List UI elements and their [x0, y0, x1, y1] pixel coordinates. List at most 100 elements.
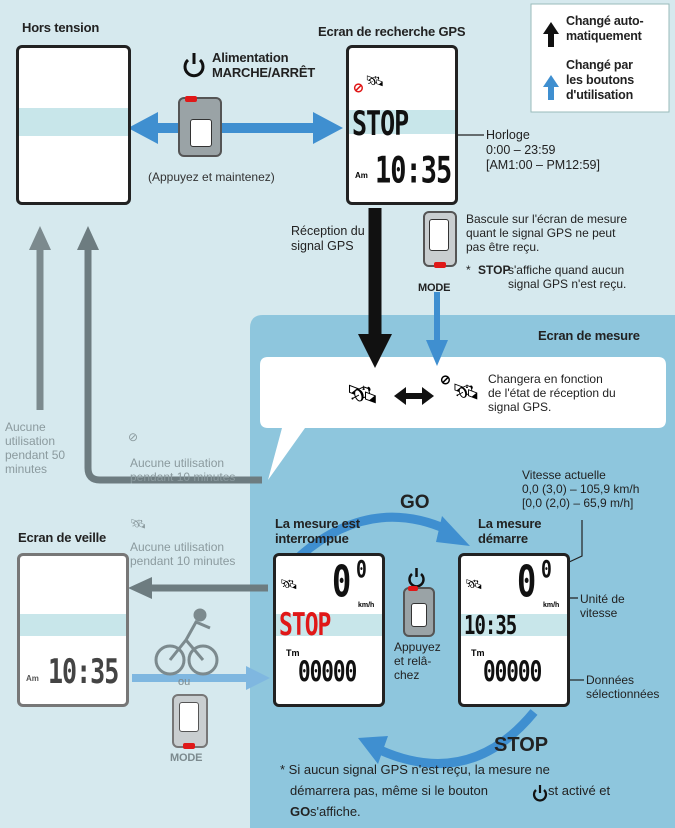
hors-tension-title: Hors tension [22, 20, 100, 35]
footnote-line2a: démarrera pas, même si le bouton [290, 783, 488, 798]
center-device-button [408, 586, 418, 591]
started-title: La mesure démarre [478, 516, 542, 547]
off-screen [16, 45, 131, 205]
started-speed-decimal: 0 [541, 556, 552, 585]
arrow-go-head [436, 516, 470, 546]
unit-label: Unité de vitesse [580, 592, 625, 621]
stopped-speed: 0 [332, 556, 351, 608]
off-screen-band [19, 108, 128, 136]
stop-label: STOP [494, 734, 549, 756]
legend-auto-label: Changé auto- matiquement [566, 14, 644, 43]
footnote-line2b: st activé et [548, 783, 611, 798]
no-signal-satellite-icon: ⊘ [440, 372, 451, 387]
arrow-wake-head [246, 666, 270, 690]
arrow-10min-a-head [77, 226, 99, 250]
inactivity-10b: Aucune utilisation pendant 10 minutes [130, 540, 236, 569]
veille-time: 10:35 [48, 652, 119, 692]
gps-search-stop: STOP [352, 104, 409, 144]
arrow-10min-b-head [128, 577, 152, 599]
press-hold-label: (Appuyez et maintenez) [148, 170, 275, 184]
switch-note-stop-text: s'affiche quand aucun signal GPS n'est r… [508, 263, 627, 292]
gps-search-band [349, 110, 455, 134]
reception-label: Réception du signal GPS [291, 224, 365, 253]
switch-note-stop-word: STOP [478, 263, 511, 277]
mode-device-top-window [429, 219, 449, 251]
stopped-band [276, 614, 382, 636]
gps-small-icon: 🛰 [130, 516, 147, 531]
stopped-title: La mesure est interrompue [275, 516, 360, 547]
measure-bubble [260, 357, 666, 480]
press-release-label: Appuyez et relâ- chez [394, 640, 441, 683]
switch-note-asterisk: * [466, 263, 471, 277]
mode-device-top-button [434, 262, 446, 268]
started-screen: 🛰 0 0 km/h 10:35 Tm 00000 [458, 553, 570, 707]
gps-search-time: 10:35 [375, 150, 452, 192]
go-label: GO [400, 492, 430, 513]
satellite-signal-icon: 🛰 [346, 379, 380, 409]
measure-title: Ecran de mesure [538, 328, 640, 343]
arrow-power-left-head [128, 112, 158, 144]
started-satellite-icon: 🛰 [465, 576, 483, 592]
gps-search-title: Ecran de recherche GPS [318, 24, 466, 39]
stopped-tm: Tm [286, 648, 300, 658]
speed-label: Vitesse actuelle 0,0 (3,0) – 105,9 km/h … [522, 468, 640, 511]
center-device[interactable] [403, 586, 435, 637]
inactivity-50: Aucune utilisation pendant 50 minutes [5, 420, 66, 477]
veille-band [20, 614, 126, 636]
veille-mode-label: MODE [170, 752, 203, 764]
power-icon [183, 53, 205, 78]
arrow-50min-head [29, 226, 51, 250]
power-label: Alimentation MARCHE/ARRÊT [212, 50, 316, 81]
satellite-icon-2: 🛰 [452, 379, 480, 404]
change-note: Changera en fonction de l'état de récept… [488, 372, 616, 415]
power-device[interactable] [178, 96, 222, 157]
arrow-mode-head [426, 340, 448, 366]
no-gps-icon: ⊘ [353, 80, 364, 95]
veille-screen: Am 10:35 [17, 553, 129, 707]
started-band [461, 614, 567, 636]
data-label: Données sélectionnées [586, 673, 660, 702]
started-tm: Tm [471, 648, 485, 658]
footnote-line3: s'affiche. [310, 804, 361, 819]
started-time: 10:35 [464, 611, 517, 641]
arrow-stop-head [358, 736, 388, 764]
stopped-kmh: km/h [358, 602, 375, 609]
started-speed: 0 [517, 556, 536, 608]
mode-device-top[interactable] [423, 211, 457, 268]
mode-label-top: MODE [418, 282, 451, 294]
stopped-data: 00000 [298, 656, 357, 689]
stopped-screen: 🛰 0 0 km/h STOP Tm 00000 [273, 553, 385, 707]
inactivity-10a: Aucune utilisation pendant 10 minutes [130, 456, 236, 485]
legend-blue-arrow [543, 75, 559, 100]
arrow-reception-head [358, 334, 392, 368]
veille-mode-device[interactable] [172, 694, 208, 749]
gps-search-screen: ⊘ 🛰 STOP Am 10:35 [346, 45, 458, 205]
started-data: 00000 [483, 656, 542, 689]
satellite-icon: 🛰 [365, 73, 385, 90]
center-device-window [411, 603, 427, 627]
clock-label: Horloge 0:00 – 23:59 [AM1:00 – PM12:59] [486, 128, 600, 172]
stopped-speed-decimal: 0 [356, 556, 367, 585]
power-device-red-button [185, 96, 197, 102]
footnote-go: GO [290, 804, 311, 819]
veille-mode-window [179, 702, 199, 732]
legend-buttons-label: Changé par les boutons d'utilisation [566, 58, 634, 102]
arrow-10min-a [84, 248, 262, 484]
footnote-line1: * Si aucun signal GPS n'est reçu, la mes… [280, 762, 550, 777]
started-kmh: km/h [543, 602, 560, 609]
power-icon-footnote [532, 785, 548, 802]
arrow-stop-curve [378, 709, 538, 769]
stopped-satellite-icon: 🛰 [280, 576, 298, 592]
gps-search-am: Am [355, 171, 368, 180]
switch-note: Bascule sur l'écran de mesure quant le s… [466, 212, 628, 255]
veille-am: Am [26, 674, 39, 683]
no-gps-small-icon: ⊘ [128, 430, 139, 444]
arrow-power-right-head [313, 112, 343, 144]
power-device-window [190, 119, 212, 147]
veille-title: Ecran de veille [18, 530, 107, 545]
arrow-go-curve [297, 512, 450, 560]
veille-mode-button [183, 743, 195, 749]
veille-ou: ou [178, 676, 191, 688]
stopped-stop: STOP [279, 608, 331, 644]
